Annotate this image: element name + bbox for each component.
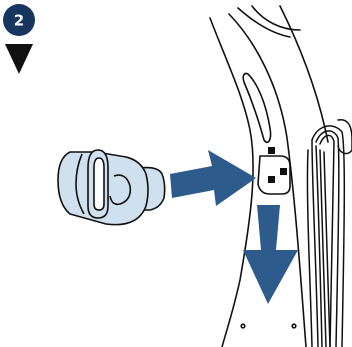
step-pointer-icon xyxy=(5,44,33,74)
cord-loop xyxy=(311,139,319,347)
housing-panel-edge xyxy=(228,13,307,347)
pull-down-arrow-icon xyxy=(243,205,298,304)
socket-pin-top xyxy=(268,147,275,154)
power-plug-icon xyxy=(57,149,166,226)
power-socket-icon xyxy=(257,147,291,195)
step-badge-circle xyxy=(3,4,35,36)
cord-hook xyxy=(337,118,352,155)
plug-handle-inner xyxy=(93,157,105,211)
cord-loop xyxy=(315,145,323,347)
cord-loop xyxy=(319,134,335,347)
housing-back-edge xyxy=(279,5,329,143)
plug-grip-ridge xyxy=(75,153,85,215)
housing-top-curve xyxy=(237,7,291,38)
cord-loop xyxy=(323,151,331,347)
cord-loop xyxy=(306,149,313,347)
step-number: 2 xyxy=(14,12,24,30)
cord-loop xyxy=(311,125,346,347)
cord-loop xyxy=(319,149,327,347)
plug-side-boss xyxy=(109,174,132,206)
socket-pin-bottom xyxy=(268,176,275,183)
insert-right-arrow-icon xyxy=(170,150,256,206)
mounting-hole xyxy=(240,323,246,329)
housing-top-inner xyxy=(251,5,301,31)
coiled-cord-icon xyxy=(306,118,352,347)
socket-pin-right xyxy=(280,168,287,175)
housing-left-edge xyxy=(209,17,254,347)
step-badge: 2 xyxy=(3,4,35,74)
cord-loop xyxy=(315,130,340,347)
socket-outline xyxy=(257,155,291,195)
appliance-housing xyxy=(209,5,329,347)
housing-slot xyxy=(242,72,272,144)
mounting-hole xyxy=(291,323,297,329)
